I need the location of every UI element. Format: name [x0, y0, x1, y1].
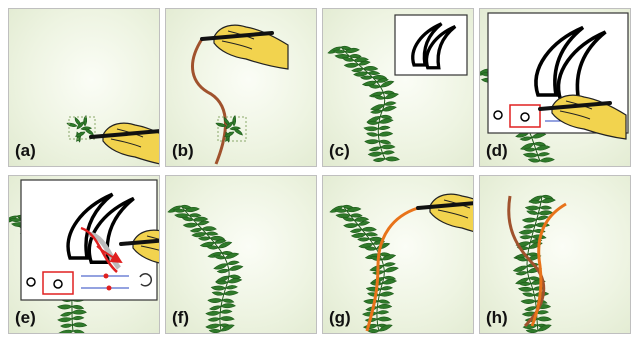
panel-a: (a) [8, 8, 160, 167]
panel-label: (e) [15, 308, 36, 328]
panel-label: (d) [486, 141, 508, 161]
panel-f: (f) [165, 175, 317, 334]
panel-c: (c) [322, 8, 474, 167]
panel-label: (a) [15, 141, 36, 161]
panel-label: (b) [172, 141, 194, 161]
seaweed-brush-icon [215, 115, 243, 142]
panel-h: (h) [479, 175, 631, 334]
panel-label: (g) [329, 308, 351, 328]
panel-label: (c) [329, 141, 350, 161]
panel-g: (g) [322, 175, 474, 334]
panel-e: (e) [8, 175, 160, 334]
panel-label: (f) [172, 308, 189, 328]
hand-with-pen-icon [91, 123, 160, 167]
hand-with-pen-icon [418, 194, 474, 238]
panel-label: (h) [486, 308, 508, 328]
panel-d: (d) [479, 8, 631, 167]
panel-b: (b) [165, 8, 317, 167]
hand-with-pen-icon [202, 25, 288, 69]
